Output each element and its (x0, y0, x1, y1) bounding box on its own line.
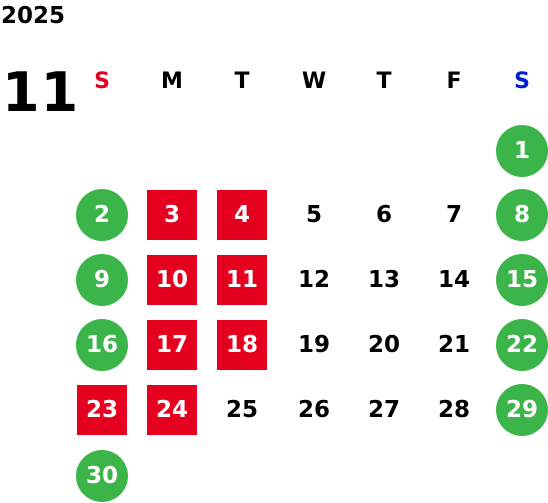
day-cell-22[interactable]: 22 (496, 319, 548, 371)
weekday-header-5: F (446, 69, 462, 94)
day-cell-28[interactable]: 28 (437, 397, 470, 423)
day-cell-11[interactable]: 11 (217, 255, 267, 305)
weekday-header-2: T (234, 69, 250, 94)
weekday-header-0: S (94, 69, 110, 94)
day-cell-29[interactable]: 29 (496, 384, 548, 436)
day-cell-9[interactable]: 9 (76, 254, 128, 306)
day-cell-1[interactable]: 1 (496, 125, 548, 177)
weekday-header-4: T (376, 69, 392, 94)
day-cell-2[interactable]: 2 (76, 189, 128, 241)
day-cell-12[interactable]: 12 (297, 267, 330, 293)
month-label: 11 (2, 61, 80, 124)
day-cell-13[interactable]: 13 (367, 267, 400, 293)
day-cell-4[interactable]: 4 (217, 190, 267, 240)
day-cell-16[interactable]: 16 (76, 319, 128, 371)
day-cell-21[interactable]: 21 (437, 332, 470, 358)
day-cell-15[interactable]: 15 (496, 254, 548, 306)
weekday-header-1: M (161, 69, 183, 94)
day-cell-23[interactable]: 23 (77, 385, 127, 435)
weekday-header-6: S (514, 69, 530, 94)
day-cell-30[interactable]: 30 (76, 450, 128, 502)
day-cell-26[interactable]: 26 (297, 397, 330, 423)
day-cell-17[interactable]: 17 (147, 320, 197, 370)
day-cell-8[interactable]: 8 (496, 189, 548, 241)
day-cell-5[interactable]: 5 (305, 202, 322, 228)
weekday-header-3: W (301, 69, 327, 94)
day-cell-24[interactable]: 24 (147, 385, 197, 435)
day-cell-18[interactable]: 18 (217, 320, 267, 370)
day-cell-25[interactable]: 25 (225, 397, 258, 423)
day-cell-14[interactable]: 14 (437, 267, 470, 293)
day-cell-20[interactable]: 20 (367, 332, 400, 358)
day-cell-19[interactable]: 19 (297, 332, 330, 358)
day-cell-27[interactable]: 27 (367, 397, 400, 423)
year-label: 2025 (1, 3, 66, 29)
day-cell-6[interactable]: 6 (375, 202, 392, 228)
day-cell-3[interactable]: 3 (147, 190, 197, 240)
day-cell-7[interactable]: 7 (445, 202, 462, 228)
day-cell-10[interactable]: 10 (147, 255, 197, 305)
